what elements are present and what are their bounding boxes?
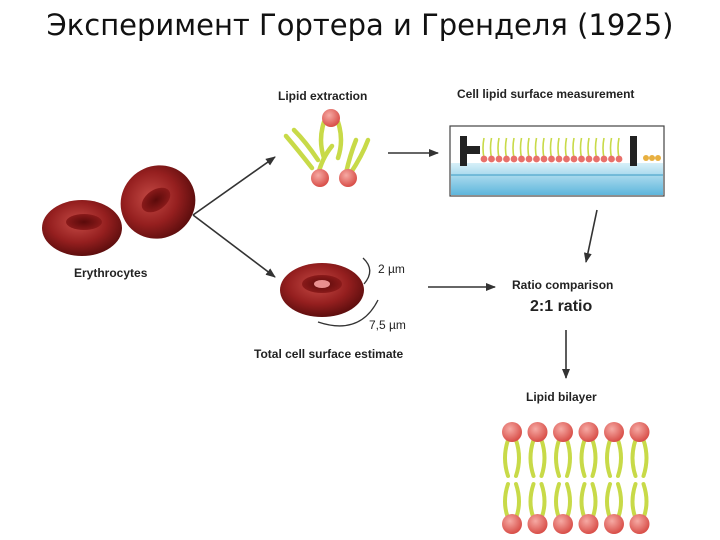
monolayer-head bbox=[615, 155, 623, 163]
bilayer-tail bbox=[554, 482, 561, 520]
monolayer-head bbox=[548, 155, 555, 163]
bilayer-tail bbox=[579, 482, 587, 520]
label-ratio-comparison: Ratio comparison bbox=[512, 278, 614, 292]
bilayer-tail bbox=[539, 482, 547, 520]
label-lipid-bilayer: Lipid bilayer bbox=[526, 390, 597, 404]
monolayer-head bbox=[600, 155, 608, 163]
bilayer-head-bottom bbox=[629, 514, 650, 534]
label-lipid-extraction: Lipid extraction bbox=[278, 89, 368, 103]
bilayer-tail bbox=[630, 438, 638, 478]
arrow-to-surface-estimate bbox=[192, 214, 276, 278]
monolayer-head bbox=[525, 155, 533, 163]
bilayer-tail bbox=[630, 482, 638, 520]
bilayer-tail bbox=[590, 482, 598, 520]
lipid-bilayer bbox=[502, 422, 650, 534]
bilayer-tail bbox=[503, 482, 510, 520]
langmuir-trough bbox=[449, 125, 665, 197]
bilayer-tail bbox=[616, 482, 623, 520]
bilayer-head-top bbox=[578, 422, 599, 442]
bilayer-head-bottom bbox=[578, 514, 599, 534]
bilayer-head-top bbox=[502, 422, 522, 442]
label-thickness: 2 µm bbox=[378, 262, 405, 276]
bilayer-head-bottom bbox=[553, 514, 573, 534]
monolayer-head bbox=[593, 155, 600, 163]
arrow-to-ratio bbox=[583, 209, 598, 263]
thickness-bracket bbox=[362, 257, 371, 285]
extracted-lipids bbox=[283, 109, 371, 187]
bilayer-tail bbox=[579, 438, 587, 478]
bilayer-tail bbox=[554, 438, 561, 478]
monolayer-head bbox=[570, 155, 578, 163]
monolayer-head bbox=[518, 155, 525, 163]
bilayer-head-top bbox=[604, 422, 624, 442]
arrow-to-lipid-extraction bbox=[192, 156, 276, 216]
bilayer-head-top bbox=[629, 422, 650, 442]
bilayer-head-top bbox=[527, 422, 548, 442]
bilayer-tail bbox=[528, 438, 536, 478]
erythrocyte-front bbox=[42, 200, 122, 256]
bilayer-head-top bbox=[553, 422, 573, 442]
monolayer-head bbox=[563, 155, 570, 163]
bilayer-tail bbox=[539, 438, 547, 478]
label-erythrocytes: Erythrocytes bbox=[74, 266, 148, 280]
monolayer-head bbox=[540, 155, 548, 163]
erythrocyte-back bbox=[120, 165, 196, 239]
bilayer-tail bbox=[641, 482, 649, 520]
bilayer-tail bbox=[590, 438, 598, 478]
monolayer-head bbox=[585, 155, 593, 163]
bilayer-tail bbox=[565, 482, 572, 520]
monolayer-head bbox=[608, 155, 615, 163]
monolayer-head bbox=[503, 155, 510, 163]
lipid-monolayer bbox=[480, 137, 623, 163]
monolayer-head bbox=[495, 155, 503, 163]
bilayer-head-bottom bbox=[604, 514, 624, 534]
monolayer-head bbox=[488, 155, 495, 163]
bilayer-tail bbox=[605, 482, 612, 520]
bilayer-tail bbox=[641, 438, 649, 478]
slide-title: Эксперимент Гортера и Гренделя (1925) bbox=[46, 8, 674, 42]
monolayer-head bbox=[578, 155, 585, 163]
monolayer-head bbox=[480, 155, 488, 163]
monolayer-head bbox=[555, 155, 563, 163]
label-ratio-value: 2:1 ratio bbox=[530, 298, 593, 315]
label-diameter: 7,5 µm bbox=[369, 318, 406, 332]
bilayer-tail bbox=[565, 438, 572, 478]
erythrocyte-measured bbox=[280, 263, 364, 317]
monolayer-head bbox=[533, 155, 540, 163]
bilayer-tail bbox=[514, 438, 521, 478]
bilayer-tail bbox=[528, 482, 536, 520]
diameter-bracket bbox=[317, 299, 379, 327]
bilayer-head-bottom bbox=[502, 514, 522, 534]
bilayer-tail bbox=[605, 438, 612, 478]
bilayer-tail bbox=[503, 438, 510, 478]
label-cell-lipid-surface: Cell lipid surface measurement bbox=[457, 87, 635, 101]
bilayer-tail bbox=[514, 482, 521, 520]
label-total-surface: Total cell surface estimate bbox=[254, 347, 404, 361]
bilayer-head-bottom bbox=[527, 514, 548, 534]
monolayer-head bbox=[510, 155, 518, 163]
bilayer-tail bbox=[616, 438, 623, 478]
